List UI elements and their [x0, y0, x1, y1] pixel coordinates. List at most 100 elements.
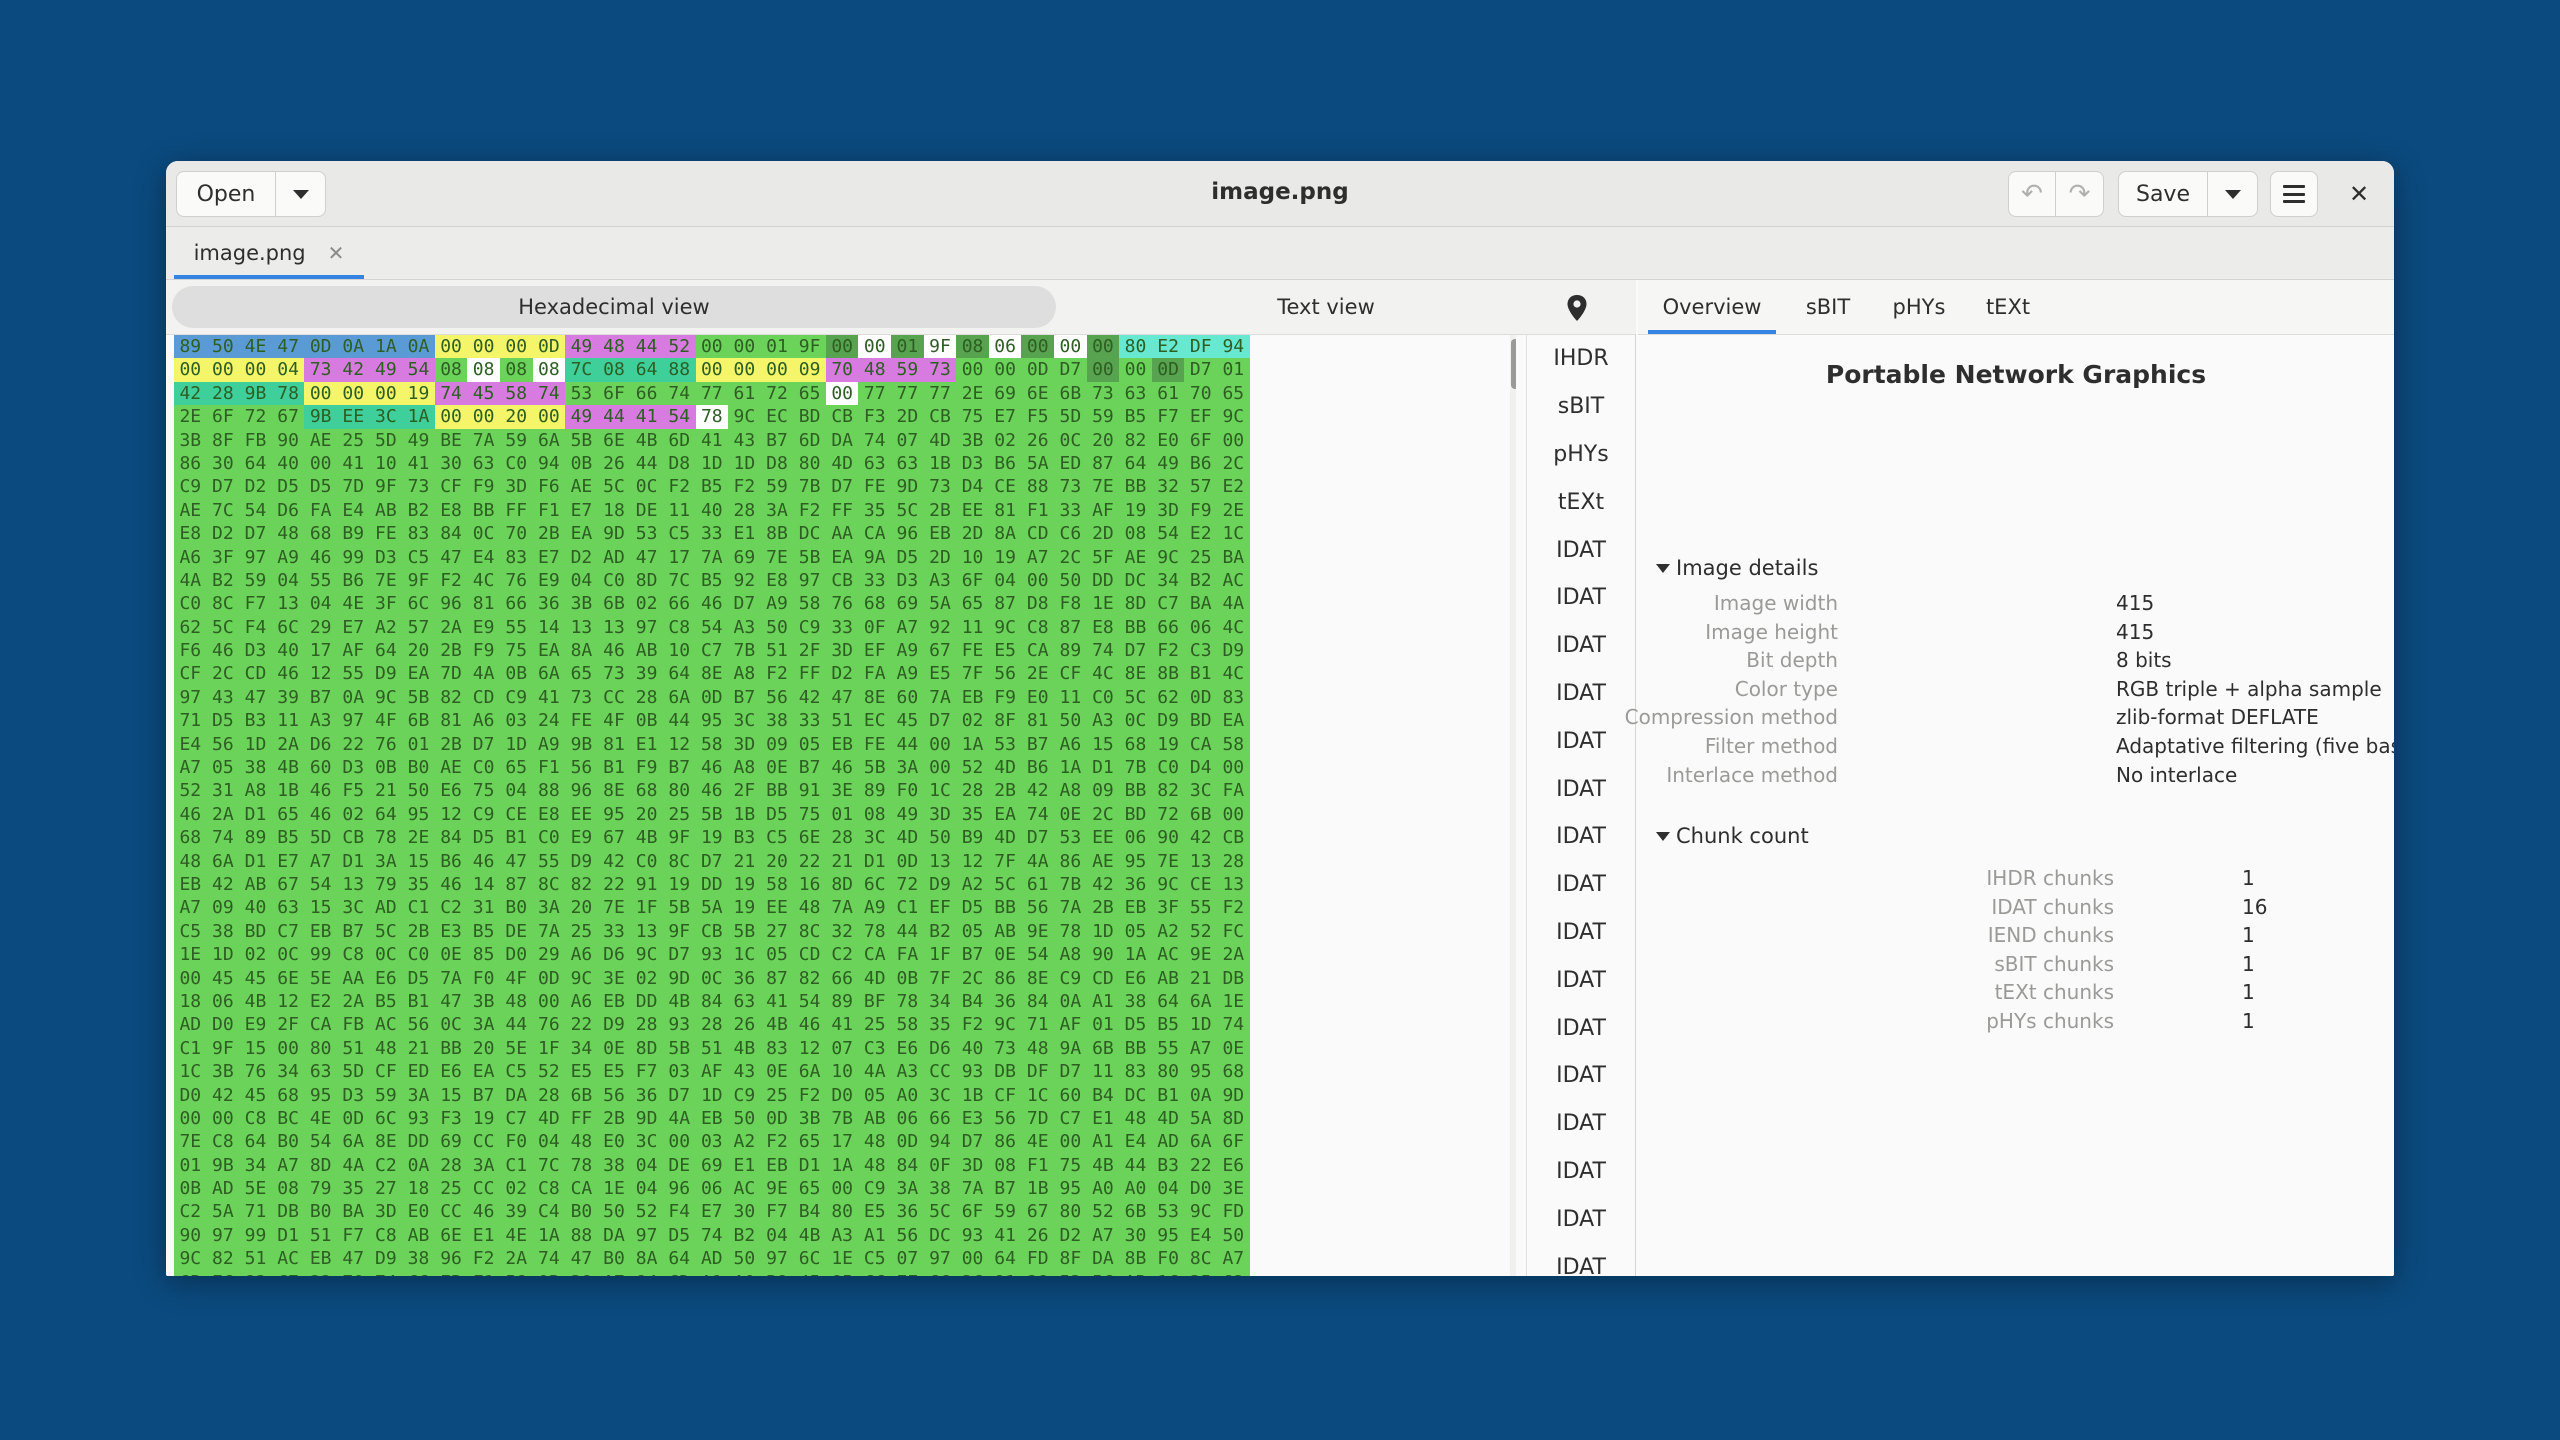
hex-byte[interactable]: 0C [1054, 428, 1087, 452]
hex-byte[interactable]: 14 [467, 872, 500, 897]
chunk-list-item[interactable]: IDAT [1556, 776, 1606, 802]
hex-byte[interactable]: 00 [467, 405, 500, 429]
hex-byte[interactable]: 8C [793, 919, 826, 944]
hex-byte[interactable]: 19 [728, 872, 761, 897]
hex-byte[interactable]: 50 [206, 335, 240, 359]
hex-byte[interactable]: 27 [369, 1177, 403, 1201]
hex-byte[interactable]: B2 [923, 919, 957, 944]
hex-byte[interactable]: 08 [434, 358, 468, 382]
hex-byte[interactable]: D0 [206, 1013, 240, 1037]
hex-byte[interactable]: CD [1021, 522, 1055, 546]
hex-byte[interactable]: A7 [1217, 1247, 1250, 1271]
hex-byte[interactable]: B1 [1184, 662, 1217, 686]
hex-byte[interactable]: 78 [858, 919, 892, 944]
hex-byte[interactable]: 00 [1086, 335, 1120, 359]
hex-byte[interactable]: 7F [923, 966, 957, 990]
hex-byte[interactable]: 20 [402, 639, 435, 663]
chunk-list-item[interactable]: sBIT [1557, 394, 1605, 420]
hex-byte[interactable]: B3 [239, 709, 272, 733]
hex-byte[interactable]: 22 [304, 1270, 337, 1276]
hex-byte[interactable]: A0 [1086, 1177, 1120, 1201]
hex-byte[interactable]: 86 [988, 1130, 1022, 1154]
hex-byte[interactable]: 56 [988, 662, 1022, 686]
hex-byte[interactable]: 65 [793, 1130, 826, 1154]
hex-byte[interactable]: 26 [1021, 428, 1055, 452]
hex-byte[interactable]: 1A [1119, 943, 1152, 967]
hex-byte[interactable]: 63 [1119, 381, 1152, 406]
hex-byte[interactable]: 53 [1054, 826, 1087, 850]
hex-byte[interactable]: 5A [923, 592, 957, 616]
hex-byte[interactable]: 2A [271, 732, 305, 757]
hex-byte[interactable]: CD [239, 662, 272, 686]
hex-byte[interactable]: CB [825, 405, 859, 429]
hex-byte[interactable]: 00 [923, 756, 957, 780]
hex-byte[interactable]: 9E [1184, 943, 1217, 967]
hex-byte[interactable]: 8B [1119, 1247, 1152, 1271]
hex-byte[interactable]: F5 [1021, 405, 1055, 429]
hex-byte[interactable]: 51 [304, 1223, 337, 1248]
hex-byte[interactable]: CB [1217, 826, 1250, 850]
hex-byte[interactable]: 16 [793, 872, 826, 897]
hex-byte[interactable]: 3D [1151, 498, 1185, 523]
hex-byte[interactable]: D1 [239, 849, 272, 873]
hex-byte[interactable]: 61 [1021, 872, 1055, 897]
hex-byte[interactable]: FE [565, 709, 598, 733]
hex-byte[interactable]: 41 [336, 451, 370, 476]
hex-byte[interactable]: 96 [662, 1177, 696, 1201]
hex-byte[interactable]: 79 [304, 1177, 337, 1201]
hex-byte[interactable]: D7 [239, 522, 272, 546]
hex-byte[interactable]: 46 [695, 756, 729, 780]
hex-byte[interactable]: 95 [695, 709, 729, 733]
hex-byte[interactable]: 0D [891, 1130, 924, 1154]
hex-byte[interactable]: 38 [760, 709, 794, 733]
hex-byte[interactable]: 00 [956, 358, 989, 382]
hex-byte[interactable]: D1 [336, 849, 370, 873]
hex-byte[interactable]: 00 [271, 1036, 305, 1061]
hex-byte[interactable]: E2 [1151, 335, 1185, 359]
hex-byte[interactable]: 54 [304, 872, 337, 897]
hex-byte[interactable]: 97 [760, 1247, 794, 1271]
hex-byte[interactable]: 4B [239, 989, 272, 1014]
hex-byte[interactable]: 25 [336, 428, 370, 452]
hex-byte[interactable]: 5C [206, 615, 240, 640]
hex-byte[interactable]: 00 [1217, 756, 1250, 780]
hex-byte[interactable]: D7 [662, 943, 696, 967]
hex-byte[interactable]: 78 [369, 826, 403, 850]
hex-byte[interactable]: 4C [467, 568, 500, 593]
hex-byte[interactable]: A2 [369, 615, 403, 640]
hex-byte[interactable]: 69 [695, 1153, 729, 1178]
hex-byte[interactable]: 5D [336, 1060, 370, 1084]
hex-byte[interactable]: 94 [532, 451, 566, 476]
hex-byte[interactable]: 1D [206, 943, 240, 967]
image-details-expander[interactable]: Image details [1656, 556, 1818, 580]
hex-byte[interactable]: 58 [499, 1270, 533, 1276]
hex-byte[interactable]: 35 [1184, 1270, 1217, 1276]
hex-byte[interactable]: F3 [858, 405, 892, 429]
hex-byte[interactable]: 2B [597, 1106, 631, 1131]
hex-byte[interactable]: 4A [336, 1153, 370, 1178]
hex-byte[interactable]: D3 [336, 1083, 370, 1107]
hex-byte[interactable]: 94 [923, 1130, 957, 1154]
hex-byte[interactable]: 4F [597, 709, 631, 733]
hex-byte[interactable]: 07 [891, 428, 924, 452]
hex-byte[interactable]: B3 [728, 826, 761, 850]
hex-byte[interactable]: 39 [630, 662, 663, 686]
hex-byte[interactable]: A6 [565, 943, 598, 967]
hex-byte[interactable]: E1 [630, 732, 663, 757]
hex-byte[interactable]: 4A [467, 662, 500, 686]
hex-byte[interactable]: 46 [304, 802, 337, 827]
hex-byte[interactable]: 4A [1021, 849, 1055, 873]
hex-byte[interactable]: 5B [728, 919, 761, 944]
hex-byte[interactable]: 5C [891, 498, 924, 523]
hex-byte[interactable]: 5D [1054, 405, 1087, 429]
hex-byte[interactable]: 9C [1151, 545, 1185, 569]
hex-byte[interactable]: 6B [597, 592, 631, 616]
hex-byte[interactable]: 88 [532, 779, 566, 803]
hex-byte[interactable]: 12 [304, 662, 337, 686]
